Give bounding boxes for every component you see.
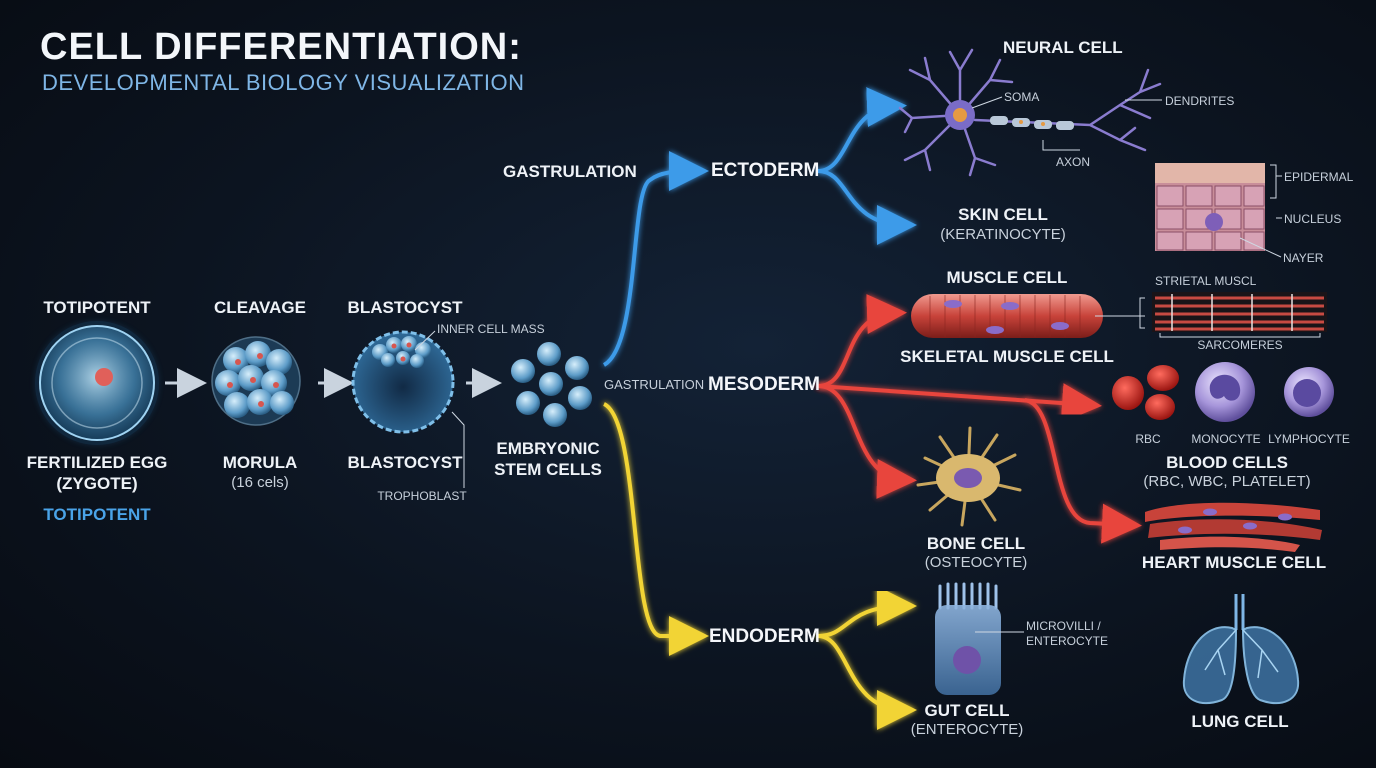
stem-cells-line2: STEM CELLS [494, 460, 602, 479]
monocyte-label: MONOCYTE [1191, 432, 1261, 446]
stem-cells-cluster [511, 342, 592, 427]
mesoderm-label: MESODERM [708, 374, 820, 395]
epidermal-label: EPIDERMAL [1284, 170, 1354, 184]
arrow-to-skin [817, 169, 917, 245]
neural-cell [898, 48, 1162, 177]
zygote-cell [35, 321, 159, 445]
blastocyst-name-label: BLASTOCYST [347, 453, 463, 472]
blood-cells-subtitle: (RBC, WBC, PLATELET) [1143, 473, 1311, 490]
page-title: CELL DIFFERENTIATION: [40, 26, 522, 68]
sarcomeres-label: SARCOMERES [1197, 338, 1283, 352]
striated-muscle-label: STRIETAL MUSCL [1155, 274, 1257, 288]
trophoblast-label: TROPHOBLAST [377, 489, 467, 503]
arrow-to-gut [817, 634, 917, 730]
heart-muscle-title: HEART MUSCLE CELL [1141, 553, 1327, 572]
gastrulation-label-small: GASTRULATION [604, 377, 705, 392]
cleavage-label: CLEAVAGE [214, 298, 306, 317]
morula-cell-count: (16 cels) [231, 474, 289, 491]
inner-cell-mass-label: INNER CELL MASS [437, 322, 545, 336]
arrow-to-bone [817, 384, 917, 499]
gut-cell-title: GUT CELL [924, 701, 1010, 720]
blastocyst-top-label: BLASTOCYST [347, 298, 463, 317]
muscle-cell-title: MUSCLE CELL [946, 268, 1068, 287]
arrow-to-neural [817, 87, 907, 173]
blood-cells [1112, 362, 1334, 422]
endoderm-label: ENDODERM [709, 626, 820, 647]
arrow-to-heart [1024, 398, 1142, 544]
zygote-top-label: TOTIPOTENT [43, 298, 151, 317]
dendrites-label: DENDRITES [1165, 94, 1235, 108]
microvilli-label-line1: MICROVILLI / [1026, 619, 1101, 633]
blastocyst-cell [351, 330, 465, 488]
enterocyte-cell [935, 582, 1024, 695]
zygote-name-line2: (ZYGOTE) [56, 474, 138, 493]
layer-label: NAYER [1283, 251, 1324, 265]
soma-label: SOMA [1004, 90, 1040, 104]
skin-cell-title: SKIN CELL [958, 205, 1048, 224]
skin-tissue-block [1155, 163, 1282, 258]
zygote-name-line1: FERTILIZED EGG [26, 453, 168, 472]
heart-muscle-cells [1145, 502, 1322, 552]
zygote-potency-label: TOTIPOTENT [43, 505, 151, 524]
osteocyte-cell [916, 426, 1022, 527]
bone-cell-title: BONE CELL [926, 534, 1026, 553]
gastrulation-label: GASTRULATION [503, 162, 637, 181]
lung-cell-title: LUNG CELL [1191, 712, 1289, 731]
arrow-to-gut-top [817, 586, 917, 638]
arrow-to-ectoderm [602, 151, 709, 367]
arrow-to-endoderm [602, 402, 709, 656]
morula-cell [211, 336, 301, 426]
gut-cell-subtitle: (ENTEROCYTE) [910, 721, 1024, 738]
skeletal-muscle-subtitle: SKELETAL MUSCLE CELL [900, 347, 1114, 366]
lymphocyte-label: LYMPHOCYTE [1268, 432, 1350, 446]
skin-cell-subtitle: (KERATINOCYTE) [940, 226, 1066, 243]
neural-cell-title: NEURAL CELL [1003, 38, 1123, 57]
sarcomere-diagram [1139, 292, 1327, 338]
skeletal-muscle-fiber [911, 294, 1145, 338]
arrow-to-blood [817, 383, 1102, 424]
morula-label: MORULA [222, 453, 298, 472]
arrow-to-muscle [817, 294, 907, 388]
ectoderm-label: ECTODERM [711, 160, 820, 181]
bone-cell-subtitle: (OSTEOCYTE) [924, 554, 1028, 571]
nucleus-label: NUCLEUS [1284, 212, 1342, 226]
microvilli-label-line2: ENTEROCYTE [1026, 634, 1109, 648]
page-subtitle: DEVELOPMENTAL BIOLOGY VISUALIZATION [42, 70, 525, 95]
rbc-label: RBC [1135, 432, 1161, 446]
blood-cells-title: BLOOD CELLS [1166, 453, 1288, 472]
stem-cells-line1: EMBRYONIC [496, 439, 600, 458]
lung-organ [1182, 594, 1300, 705]
axon-label: AXON [1056, 155, 1091, 169]
